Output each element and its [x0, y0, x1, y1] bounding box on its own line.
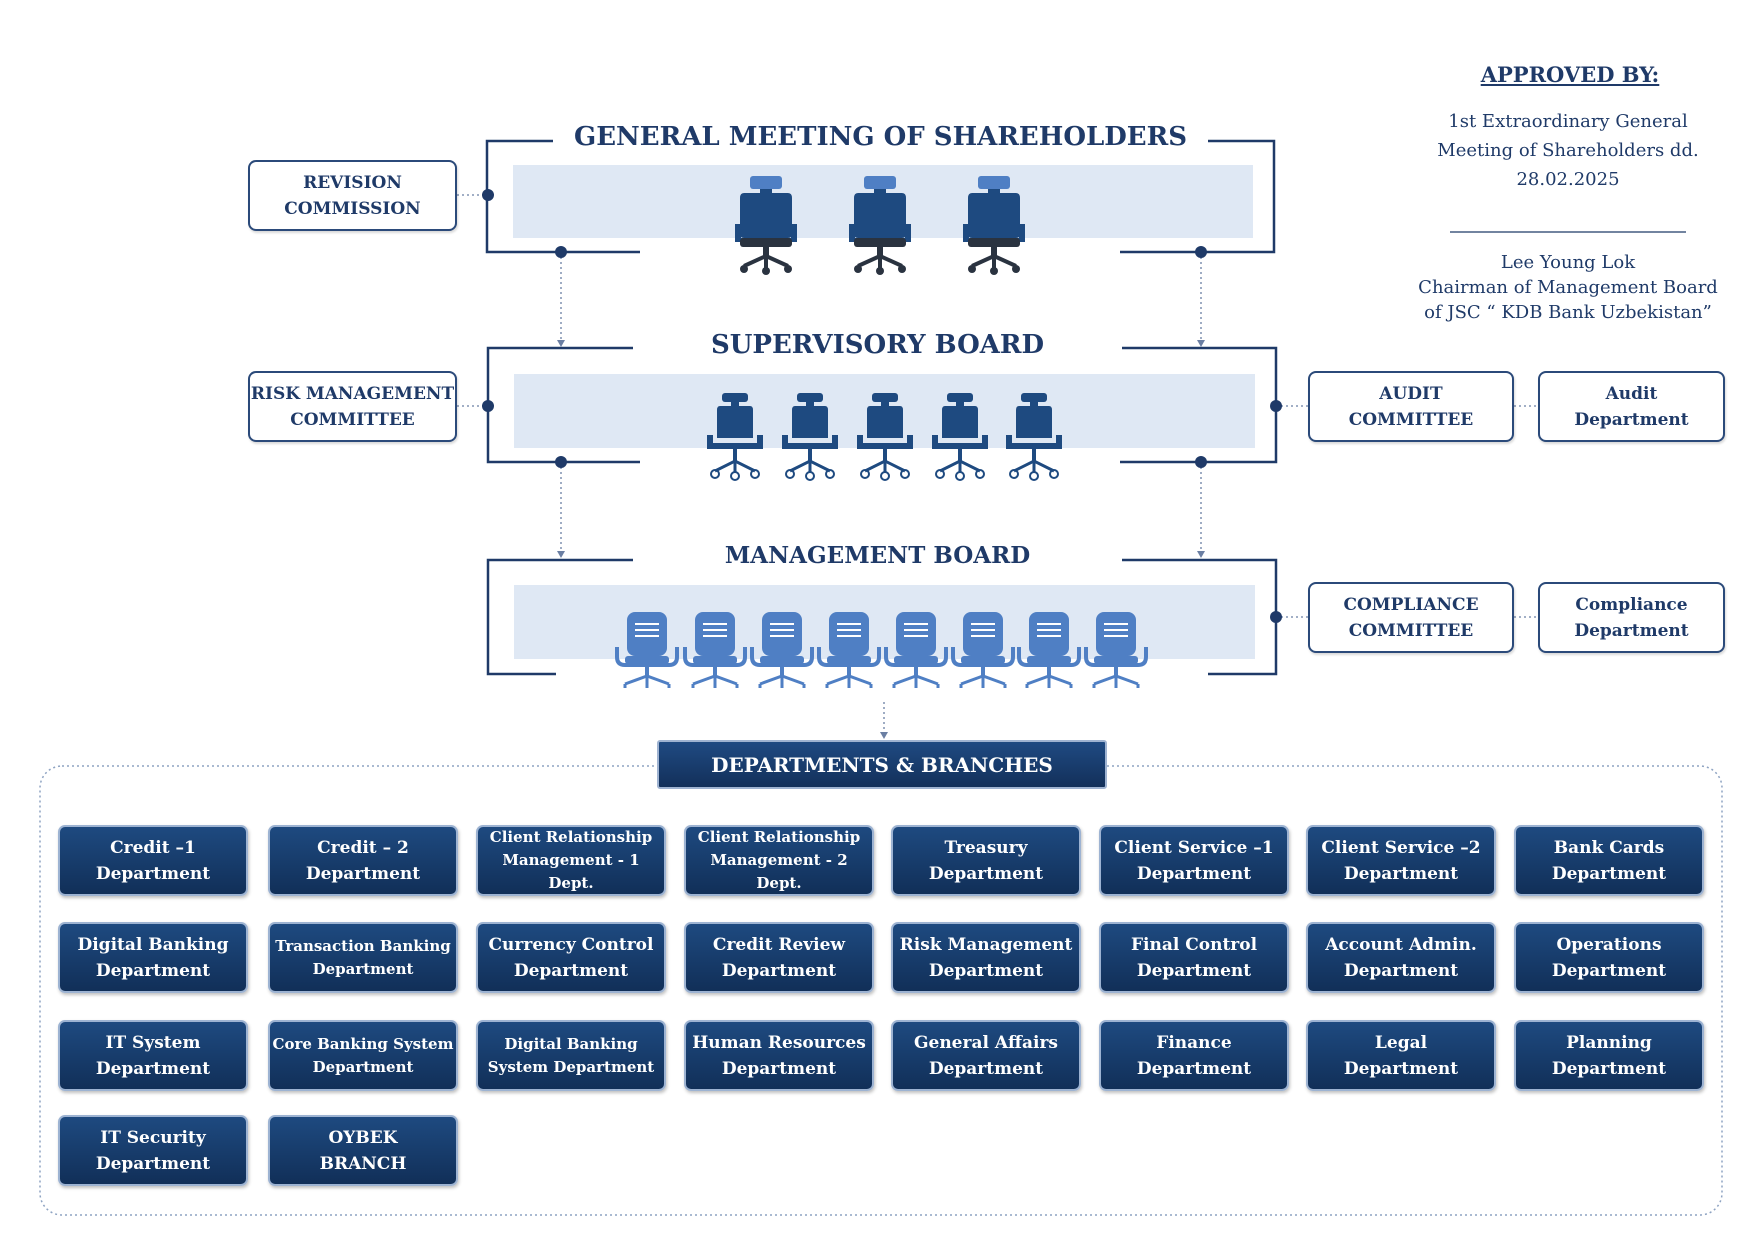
department-label: Human Resources Department	[692, 1032, 866, 1079]
department-box[interactable]: Credit – 2 Department	[268, 825, 458, 896]
department-label: Treasury Department	[928, 837, 1044, 884]
audit-committee-label: AUDIT COMMITTEE	[1348, 383, 1474, 430]
compliance-committee-label: COMPLIANCE COMMITTEE	[1343, 594, 1479, 641]
general-meeting-title: GENERAL MEETING OF SHAREHOLDERS	[553, 122, 1208, 152]
department-label: Finance Department	[1136, 1032, 1252, 1079]
department-box[interactable]: Credit –1 Department	[58, 825, 248, 896]
department-label: Transaction Banking Department	[275, 936, 451, 978]
revision-commission-box[interactable]: REVISION COMMISSION	[248, 160, 457, 231]
department-box[interactable]: Finance Department	[1099, 1020, 1289, 1091]
approval-line-1: 1st Extraordinary General	[1448, 111, 1688, 132]
department-box[interactable]: Client Service –1 Department	[1099, 825, 1289, 896]
department-box[interactable]: IT System Department	[58, 1020, 248, 1091]
department-label: Risk Management Department	[899, 934, 1073, 981]
department-box[interactable]: General Affairs Department	[891, 1020, 1081, 1091]
department-box[interactable]: Account Admin. Department	[1306, 922, 1496, 993]
department-label: Digital Banking System Department	[487, 1034, 655, 1076]
department-label: Client Relationship Management - 2 Dept.	[697, 828, 861, 892]
departments-branches-header[interactable]: DEPARTMENTS & BRANCHES	[657, 740, 1107, 789]
department-label: Core Banking System Department	[272, 1034, 454, 1076]
department-label: Digital Banking Department	[77, 934, 229, 981]
signer-company: of JSC “ KDB Bank Uzbekistan”	[1424, 302, 1712, 323]
department-label: Client Relationship Management - 1 Dept.	[489, 828, 653, 892]
department-box[interactable]: Legal Department	[1306, 1020, 1496, 1091]
department-label: OYBEK BRANCH	[319, 1127, 407, 1174]
department-box[interactable]: Operations Department	[1514, 922, 1704, 993]
compliance-department-label: Compliance Department	[1574, 594, 1689, 641]
department-box[interactable]: Bank Cards Department	[1514, 825, 1704, 896]
compliance-committee-box[interactable]: COMPLIANCE COMMITTEE	[1308, 582, 1514, 653]
department-label: Legal Department	[1343, 1032, 1459, 1079]
department-box[interactable]: Final Control Department	[1099, 922, 1289, 993]
risk-management-committee-box[interactable]: RISK MANAGEMENT COMMITTEE	[248, 371, 457, 442]
departments-branches-label: DEPARTMENTS & BRANCHES	[711, 752, 1053, 777]
approval-date: 28.02.2025	[1516, 169, 1620, 190]
connector-dots	[482, 189, 1282, 623]
department-box[interactable]: Risk Management Department	[891, 922, 1081, 993]
department-label: General Affairs Department	[913, 1032, 1058, 1079]
department-box[interactable]: Client Relationship Management - 1 Dept.	[476, 825, 666, 896]
department-label: Planning Department	[1551, 1032, 1667, 1079]
department-label: Credit Review Department	[712, 934, 846, 981]
department-box[interactable]: OYBEK BRANCH	[268, 1115, 458, 1186]
department-label: Account Admin. Department	[1325, 934, 1477, 981]
department-label: Currency Control Department	[488, 934, 654, 981]
risk-management-committee-label: RISK MANAGEMENT COMMITTEE	[250, 383, 455, 430]
department-box[interactable]: Treasury Department	[891, 825, 1081, 896]
department-label: Bank Cards Department	[1551, 837, 1667, 884]
department-label: Client Service –2 Department	[1321, 837, 1481, 884]
compliance-department-box[interactable]: Compliance Department	[1538, 582, 1725, 653]
signer-name: Lee Young Lok	[1500, 252, 1636, 273]
supervisory-board-title: SUPERVISORY BOARD	[633, 330, 1122, 360]
departments-container	[39, 765, 1723, 1216]
department-label: Credit – 2 Department	[305, 837, 421, 884]
department-box[interactable]: Transaction Banking Department	[268, 922, 458, 993]
department-box[interactable]: Planning Department	[1514, 1020, 1704, 1091]
department-box[interactable]: Core Banking System Department	[268, 1020, 458, 1091]
department-box[interactable]: Currency Control Department	[476, 922, 666, 993]
department-label: IT System Department	[95, 1032, 211, 1079]
signer-position: Chairman of Management Board	[1418, 277, 1718, 298]
department-box[interactable]: IT Security Department	[58, 1115, 248, 1186]
department-box[interactable]: Client Service –2 Department	[1306, 825, 1496, 896]
department-box[interactable]: Client Relationship Management - 2 Dept.	[684, 825, 874, 896]
department-label: Final Control Department	[1130, 934, 1258, 981]
management-board-title: MANAGEMENT BOARD	[633, 542, 1122, 569]
approval-title: APPROVED BY:	[1480, 62, 1660, 87]
department-label: IT Security Department	[95, 1127, 211, 1174]
department-box[interactable]: Digital Banking Department	[58, 922, 248, 993]
revision-commission-label: REVISION COMMISSION	[284, 172, 421, 219]
department-box[interactable]: Digital Banking System Department	[476, 1020, 666, 1091]
department-label: Client Service –1 Department	[1114, 837, 1274, 884]
department-label: Credit –1 Department	[95, 837, 211, 884]
audit-committee-box[interactable]: AUDIT COMMITTEE	[1308, 371, 1514, 442]
department-box[interactable]: Credit Review Department	[684, 922, 874, 993]
department-box[interactable]: Human Resources Department	[684, 1020, 874, 1091]
approval-line-2: Meeting of Shareholders dd.	[1437, 140, 1699, 161]
audit-department-box[interactable]: Audit Department	[1538, 371, 1725, 442]
department-label: Operations Department	[1551, 934, 1667, 981]
connector-arrows	[557, 340, 1205, 739]
audit-department-label: Audit Department	[1574, 383, 1689, 430]
